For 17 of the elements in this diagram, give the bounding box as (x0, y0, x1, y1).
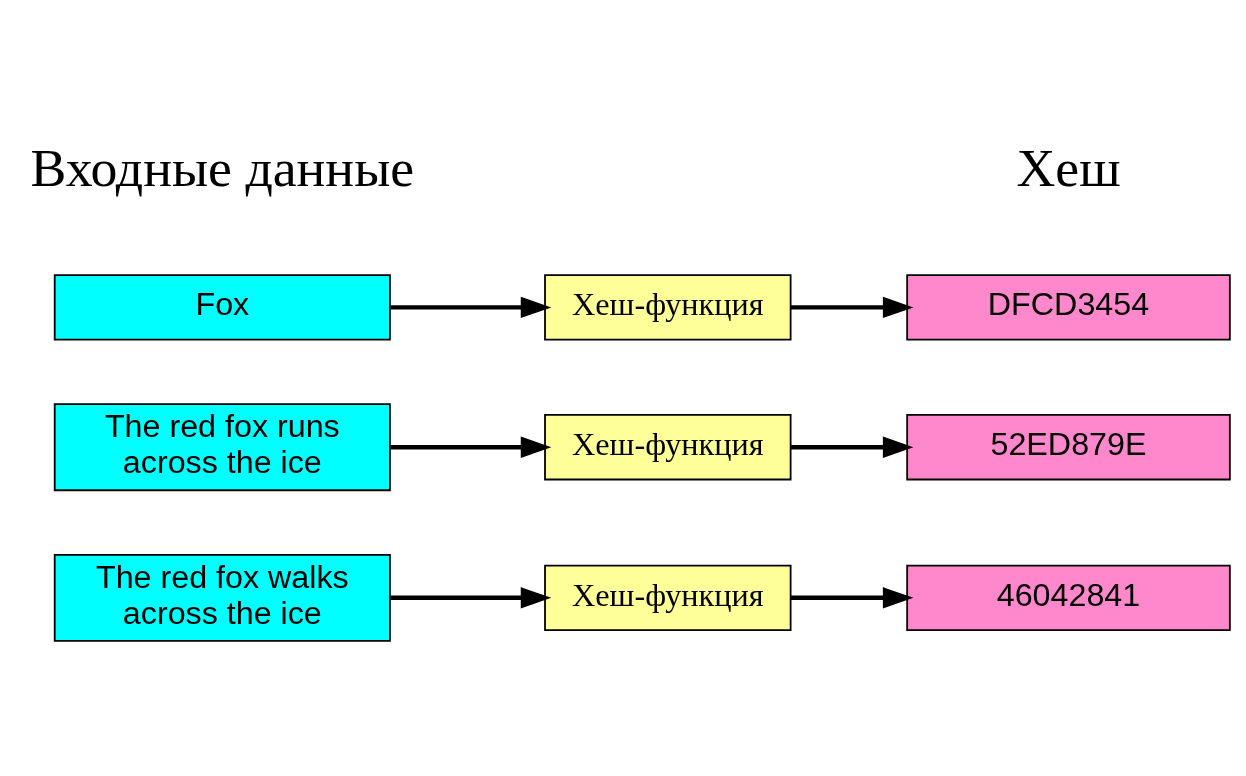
arrow (790, 436, 914, 458)
arrow (790, 586, 914, 608)
node-box: 46042841 (906, 564, 1231, 631)
node-box: The red fox runs across the ice (53, 402, 391, 491)
node-box: Хеш-функция (544, 273, 792, 341)
arrow (390, 296, 552, 318)
label: Входные данные (30, 137, 415, 198)
arrow (390, 586, 552, 608)
node-box: Fox (53, 273, 391, 341)
label: Хеш (1016, 137, 1121, 198)
node-box: Хеш-функция (544, 564, 792, 631)
arrow (390, 436, 552, 458)
node-box: DFCD3454 (906, 273, 1231, 341)
node-box: 52ED879E (906, 413, 1231, 480)
arrow (790, 296, 914, 318)
node-box: Хеш-функция (544, 413, 792, 480)
node-box: The red fox walks across the ice (53, 553, 391, 642)
